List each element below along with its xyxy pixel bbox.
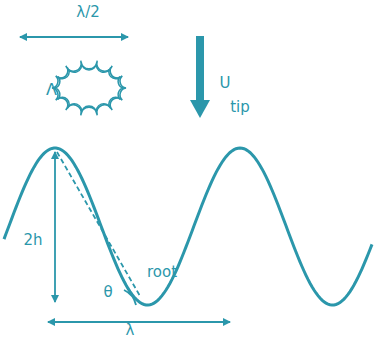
angle-label: θ [103,283,112,301]
cloud-symbol: Λ [46,81,57,99]
wavelength-arrow [48,321,230,323]
cloud-outline [46,54,132,122]
wavelength-label: λ [126,321,135,339]
half-wavelength-arrow [20,36,128,38]
velocity-label: U [220,74,231,92]
root-label: root [147,263,177,281]
slope-dashed-line [57,152,140,296]
amplitude-label: 2h [23,231,42,249]
angle-arc [124,290,136,305]
sine-wave [4,148,372,305]
tip-label: tip [230,98,250,116]
cloud-eddy: Λ [46,54,132,122]
amplitude-arrow [54,152,56,302]
velocity-arrow [190,36,210,118]
half-wavelength-label: λ/2 [76,3,99,21]
